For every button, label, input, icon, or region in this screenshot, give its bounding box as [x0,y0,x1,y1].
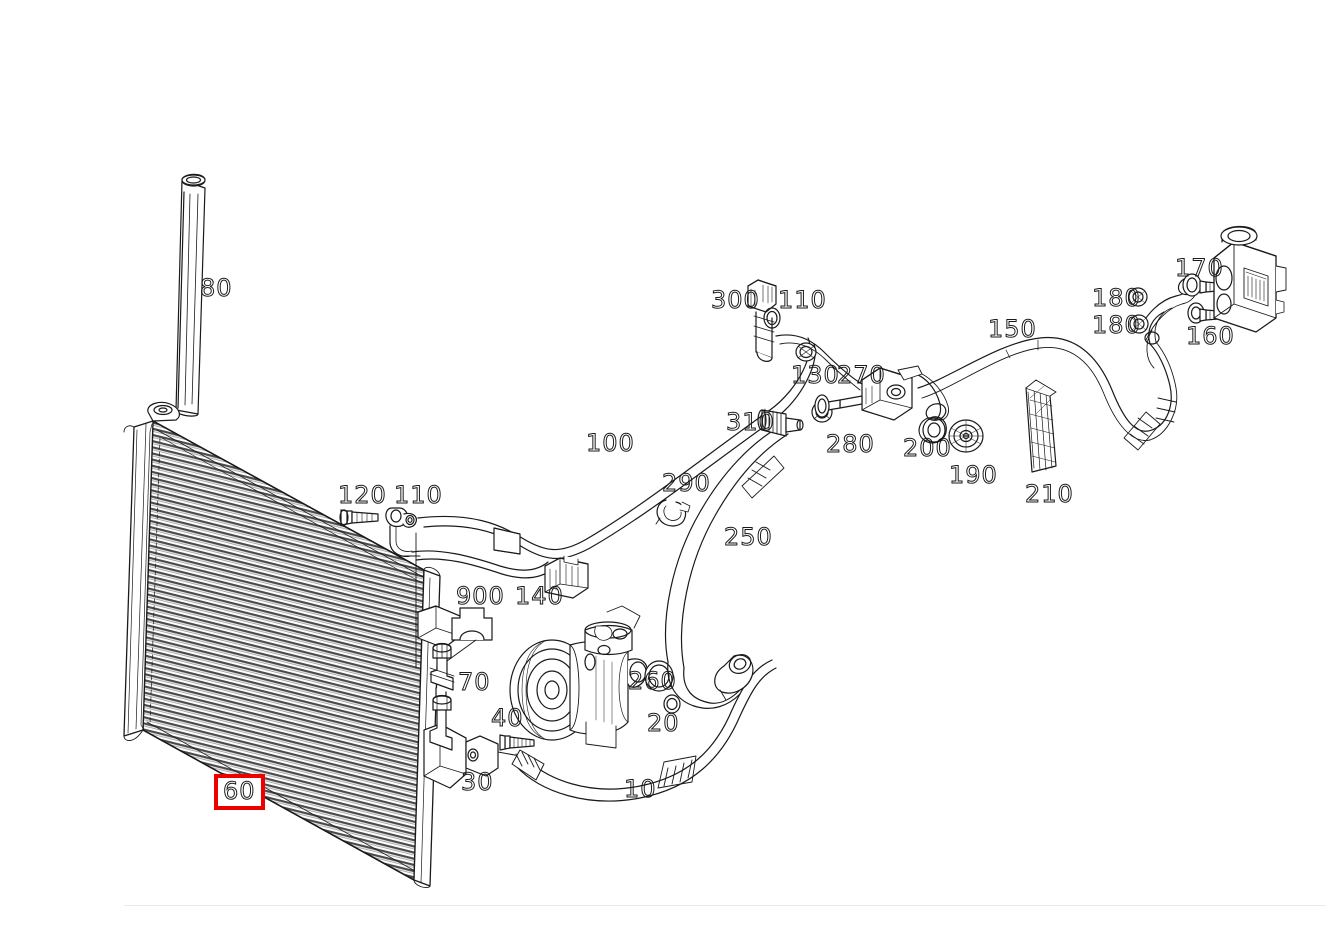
callout-160: 160 [1186,322,1235,350]
callout-280: 280 [826,430,875,458]
callout-110-right: 110 [778,286,827,314]
callout-80: 80 [200,274,233,302]
part-260-o-ring [644,660,674,692]
callout-20: 20 [647,709,680,737]
part-200-retaining-ring [918,416,947,444]
bracket-arm [897,365,949,421]
part-120-bolt [339,509,379,526]
part-300-service-cap [747,279,781,362]
callout-270: 270 [837,361,886,389]
callout-10: 10 [624,775,657,803]
part-70-pressure-sensor [429,607,493,702]
part-80-dryer-cartridge [175,173,206,417]
part-130-o-ring-floating [795,342,817,362]
part-110-bracket-left [385,507,421,669]
part-30-line-flange [429,694,521,777]
callout-170: 170 [1175,254,1224,282]
part-190-grommet [948,419,984,453]
callout-30: 30 [461,768,494,796]
callout-310: 310 [726,408,775,436]
part-180-washer-upper [1128,287,1148,307]
callout-210: 210 [1025,480,1074,508]
callout-190: 190 [949,461,998,489]
expansion-valve-body [1213,225,1287,333]
callout-120: 120 [338,481,387,509]
part-250-pressure-hose [665,429,789,709]
callout-40: 40 [491,704,524,732]
hose-condenser-to-line [411,527,555,579]
callout-180-upper: 180 [1092,284,1141,312]
part-270-valve-block [814,367,913,421]
callout-200: 200 [903,434,952,462]
part-20-coupling-elbow [714,654,754,701]
callout-300: 300 [711,286,760,314]
callout-60-highlighted: 60 [214,774,265,810]
part-170-o-ring [1182,273,1202,297]
callout-180-lower: 180 [1092,311,1141,339]
callout-900: 900 [456,582,505,610]
part-150-hose [917,307,1178,451]
part-290-hose-clip [655,499,691,527]
part-180-washer-lower [1129,314,1149,334]
callout-140: 140 [515,582,564,610]
compressor-assembly [509,605,648,749]
part-260-o-ring-small [663,694,681,714]
part-310-knurled-fitting [757,408,804,437]
callout-260: 260 [628,667,677,695]
callout-250: 250 [724,523,773,551]
part-210-heat-shield [1025,379,1057,473]
baseline-rule [124,905,1326,906]
callout-150: 150 [988,315,1037,343]
part-60-condenser [123,401,467,889]
callout-130: 130 [791,361,840,389]
part-40-bolt [499,734,535,751]
callout-100: 100 [586,429,635,457]
callout-110-left: 110 [394,481,443,509]
part-140-connector [544,555,589,599]
line-service-valve-branch [775,334,863,391]
callout-70: 70 [458,668,491,696]
callout-290: 290 [662,469,711,497]
